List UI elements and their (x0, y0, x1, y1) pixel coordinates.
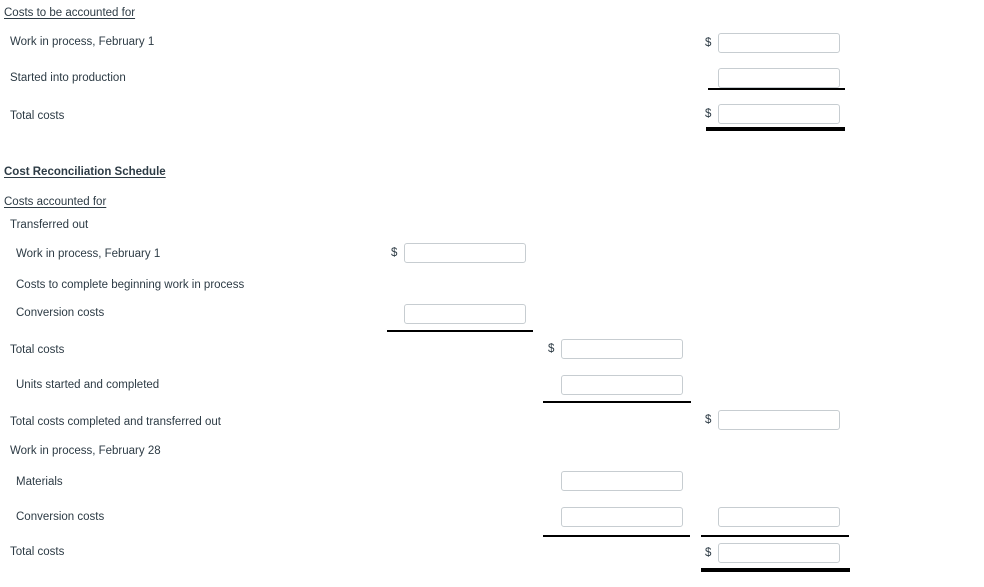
label-materials-ending-wip: Materials (16, 476, 63, 488)
input-started-into-production[interactable] (718, 68, 840, 88)
label-total-completed-transferred-out: Total costs completed and transferred ou… (10, 416, 221, 428)
total-rule-costs-to-account (706, 127, 845, 131)
label-total-costs-beginning-wip: Total costs (10, 344, 65, 356)
dollar-sign: $ (705, 547, 712, 559)
label-conversion-costs-ending-wip: Conversion costs (16, 511, 105, 523)
label-transferred-out: Transferred out (10, 219, 89, 231)
section-title-costs-accounted-for: Costs accounted for (4, 196, 107, 208)
dollar-sign: $ (391, 247, 398, 259)
input-units-started-and-completed[interactable] (561, 375, 683, 395)
section-title-costs-to-be-accounted-for: Costs to be accounted for (4, 7, 136, 19)
label-transferred-wip-february-1: Work in process, February 1 (16, 248, 161, 260)
subtotal-rule-conversion-to-complete (387, 330, 533, 332)
label-wip-february-1: Work in process, February 1 (10, 36, 155, 48)
input-ending-wip-amount[interactable] (718, 507, 840, 527)
subtotal-rule-ending-wip-middle (543, 535, 690, 537)
total-rule-costs-accounted (701, 568, 850, 572)
subtotal-rule-units-started (543, 401, 691, 403)
input-conversion-costs-ending-wip[interactable] (561, 507, 683, 527)
input-total-completed-transferred-out[interactable] (718, 410, 840, 430)
input-conversion-costs-to-complete[interactable] (404, 304, 526, 324)
label-conversion-costs-to-complete: Conversion costs (16, 307, 105, 319)
dollar-sign: $ (705, 414, 712, 426)
input-total-costs-accounted[interactable] (718, 543, 840, 563)
input-wip-february-1[interactable] (718, 33, 840, 53)
dollar-sign: $ (548, 343, 555, 355)
label-total-costs-accounted: Total costs (10, 546, 65, 558)
dollar-sign: $ (705, 37, 712, 49)
input-materials-ending-wip[interactable] (561, 471, 683, 491)
label-costs-to-complete-beginning-wip: Costs to complete beginning work in proc… (16, 279, 245, 291)
dollar-sign: $ (705, 108, 712, 120)
label-started-into-production: Started into production (10, 72, 126, 84)
input-total-costs-to-account[interactable] (718, 104, 840, 124)
section-title-cost-reconciliation-schedule: Cost Reconciliation Schedule (4, 166, 166, 178)
subtotal-rule-started-into-production (708, 88, 845, 90)
input-transferred-wip-february-1[interactable] (404, 243, 526, 263)
input-total-costs-beginning-wip[interactable] (561, 339, 683, 359)
label-total-costs-to-account: Total costs (10, 110, 65, 122)
label-wip-february-28: Work in process, February 28 (10, 445, 161, 457)
label-units-started-and-completed: Units started and completed (16, 379, 160, 391)
subtotal-rule-ending-wip-right (701, 535, 849, 537)
